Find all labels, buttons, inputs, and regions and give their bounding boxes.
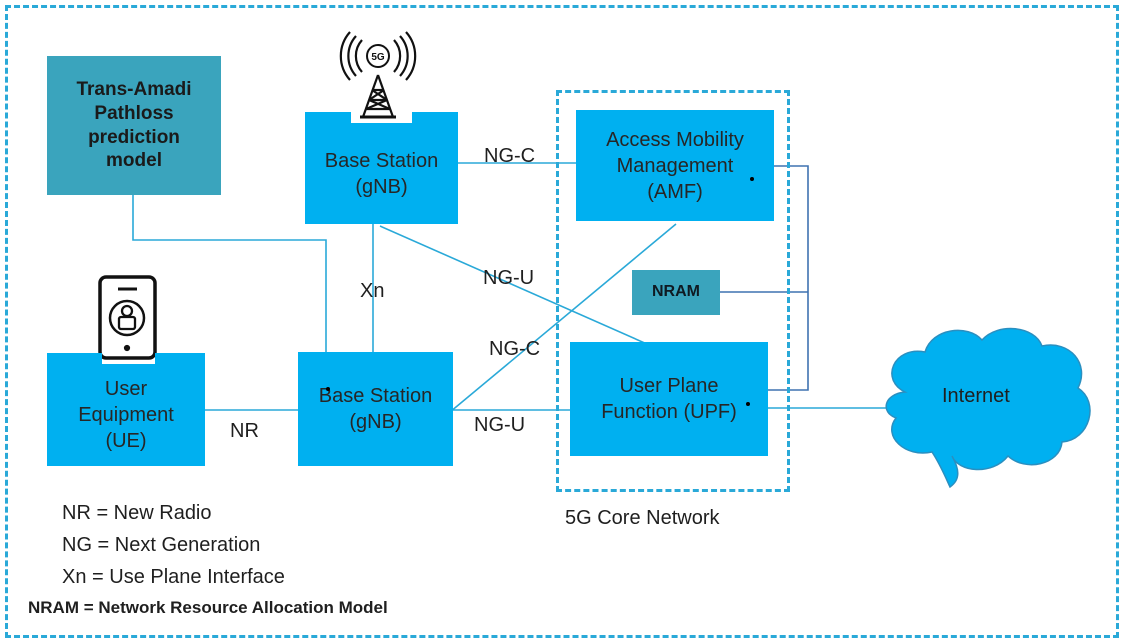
link-pathloss-model xyxy=(132,195,327,352)
link-label-nr: NR xyxy=(230,420,259,442)
core-network-boundary xyxy=(556,90,790,492)
5g-tower-icon xyxy=(339,31,417,119)
legend-xn: Xn = Use Plane Interface xyxy=(62,566,285,588)
base-station-marker-dot xyxy=(326,387,330,391)
link-label-ng-c-bottom: NG-C xyxy=(489,338,541,360)
link-label-ng-u-mid: NG-U xyxy=(483,267,535,289)
link-label-ng-u-bottom: NG-U xyxy=(474,414,526,436)
legend-nr: NR = New Radio xyxy=(62,502,212,524)
base-station-top-tab-right xyxy=(412,112,458,124)
internet-label: Internet xyxy=(942,385,1010,407)
5g-badge-text: 5G xyxy=(371,52,385,63)
legend-ng: NG = Next Generation xyxy=(62,534,261,556)
legend-nram: NRAM = Network Resource Allocation Model xyxy=(28,598,388,617)
amf-node: Access Mobility Management (AMF) xyxy=(576,110,774,221)
link-ng-u-mid xyxy=(379,225,666,353)
diagram-frame xyxy=(5,5,1119,638)
base-station-bottom-node: Base Station (gNB) xyxy=(298,352,453,466)
user-equipment-tab-right xyxy=(155,353,205,365)
core-network-label: 5G Core Network xyxy=(565,507,720,529)
upf-node: User Plane Function (UPF) xyxy=(570,342,768,456)
phone-lock-icon xyxy=(98,275,157,360)
user-equipment-tab-left xyxy=(47,353,102,365)
nram-node: NRAM xyxy=(632,270,720,315)
internet-cloud xyxy=(885,327,1091,489)
user-equipment-node: User Equipment (UE) xyxy=(47,364,205,466)
link-label-xn: Xn xyxy=(360,280,385,302)
pathloss-model-node: Trans-Amadi Pathloss prediction model xyxy=(47,56,221,195)
amf-marker-dot xyxy=(750,177,754,181)
link-ng-c-bottom xyxy=(449,223,677,413)
base-station-top-node: Base Station (gNB) xyxy=(305,123,458,224)
link-label-ng-c-top: NG-C xyxy=(484,145,536,167)
base-station-top-tab-left xyxy=(305,112,351,124)
upf-marker-dot xyxy=(746,402,750,406)
